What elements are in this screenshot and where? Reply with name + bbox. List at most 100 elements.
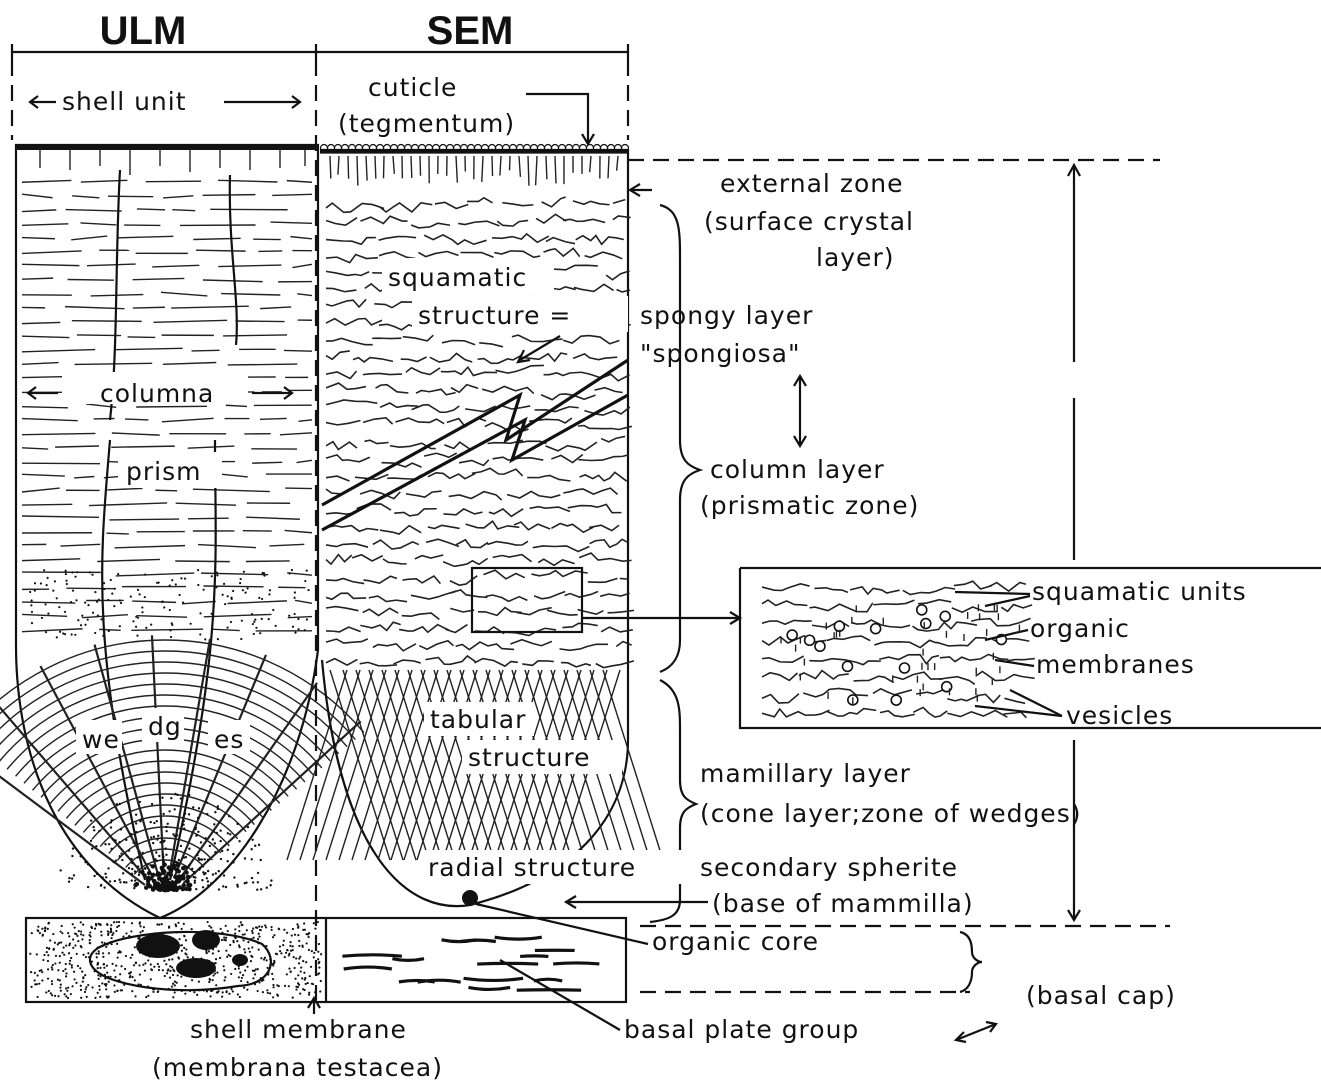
- squamatic-cell-edge: [563, 488, 617, 494]
- membrane-dot: [97, 967, 99, 969]
- membrane-dot: [65, 975, 67, 977]
- stipple-dot: [268, 618, 270, 620]
- membrane-dot: [51, 968, 53, 970]
- stipple-dot: [84, 861, 86, 863]
- membrane-dot: [65, 995, 67, 997]
- stipple-dot: [201, 865, 203, 867]
- striation-line: [22, 516, 99, 517]
- membrane-dot: [47, 968, 49, 970]
- membrane-dot: [64, 993, 66, 995]
- striation-line: [193, 238, 240, 239]
- membrane-dot: [110, 924, 112, 926]
- membrane-dot: [67, 932, 69, 934]
- stipple-dot: [96, 873, 98, 875]
- membrane-dot: [125, 932, 127, 934]
- stipple-dot: [216, 572, 218, 574]
- membrane-dot: [271, 929, 273, 931]
- shell-unit-label: shell unit: [62, 87, 187, 116]
- squamatic-cell-edge: [606, 271, 629, 280]
- membrane-dot: [111, 963, 113, 965]
- membrane-dot: [86, 996, 88, 998]
- stipple-dot: [71, 877, 73, 879]
- membrane-dot: [65, 944, 67, 946]
- membrane-dot: [223, 979, 225, 981]
- stipple-dot: [138, 850, 140, 852]
- stipple-dot: [178, 594, 180, 596]
- stipple-dot: [156, 820, 158, 822]
- stipple-dot: [197, 569, 199, 571]
- stipple-dot: [185, 879, 189, 883]
- membrane-dot: [114, 976, 116, 978]
- stipple-dot: [104, 843, 106, 845]
- stipple-dot: [190, 623, 192, 625]
- inset-cell-edge: [809, 603, 872, 612]
- stipple-dot: [258, 597, 260, 599]
- striation-line: [87, 264, 136, 266]
- membrane-dot: [134, 946, 136, 948]
- membrane-dot: [174, 991, 176, 993]
- striation-line: [22, 210, 56, 212]
- surface-tick: [536, 156, 537, 185]
- membrane-dot: [173, 970, 175, 972]
- striation-line: [218, 180, 277, 182]
- cuticle-pointer: [526, 94, 588, 142]
- stipple-dot: [47, 612, 49, 614]
- membrane-dot: [36, 996, 38, 998]
- tabular-hatch: [369, 670, 429, 860]
- inset-cell-edge: [990, 583, 1026, 592]
- stipple-dot: [71, 571, 73, 573]
- striation-line: [203, 586, 263, 587]
- stipple-dot: [225, 886, 227, 888]
- membrane-fibre: [392, 959, 424, 961]
- membrane-dot: [216, 971, 218, 973]
- striation-line: [22, 363, 59, 365]
- squamatic-cell-edge: [326, 544, 368, 547]
- striation-line: [162, 418, 214, 421]
- inset-cell-edge: [828, 709, 877, 717]
- surface-tick: [366, 156, 367, 181]
- stipple-dot: [75, 599, 77, 601]
- squamatic-cell-edge: [479, 343, 503, 347]
- squamatic-cell-edge: [482, 386, 534, 393]
- membrane-dot: [60, 930, 62, 932]
- stipple-dot: [103, 582, 105, 584]
- stipple-dot: [161, 797, 163, 799]
- stipple-dot: [198, 859, 200, 861]
- squamatic-cell-edge: [326, 400, 377, 405]
- squamatic-cell-edge: [364, 440, 388, 443]
- striation-line: [287, 573, 312, 575]
- membrane-dot: [246, 981, 248, 983]
- striation-line: [203, 280, 263, 282]
- stipple-dot: [188, 864, 190, 866]
- stipple-dot: [54, 580, 56, 582]
- membrane-dot: [139, 973, 141, 975]
- stipple-dot: [242, 589, 244, 591]
- stipple-dot: [59, 631, 61, 633]
- membrane-dot: [198, 980, 200, 982]
- stipple-dot: [107, 599, 109, 601]
- tabular-hatch: [352, 670, 412, 860]
- membrane-dot: [247, 941, 249, 943]
- membrane-dot: [100, 934, 102, 936]
- stipple-dot: [266, 887, 268, 889]
- striation-line: [284, 350, 312, 351]
- membrane-dot: [164, 975, 166, 977]
- stipple-dot: [80, 624, 82, 626]
- squamatic-cell-edge: [495, 365, 543, 373]
- membrane-dot: [169, 976, 171, 978]
- striation-line: [109, 519, 179, 520]
- squamatic-cell-edge: [428, 473, 475, 479]
- striation-line: [188, 518, 229, 519]
- tabular-hatch: [391, 670, 451, 860]
- stipple-dot: [218, 870, 220, 872]
- membrane-dot: [116, 990, 118, 992]
- stipple-dot: [43, 569, 45, 571]
- striation-line: [89, 503, 167, 506]
- membrane-dot: [257, 990, 259, 992]
- stipple-dot: [31, 611, 33, 613]
- inset-cell-edge: [854, 676, 894, 682]
- stipple-dot: [144, 573, 146, 575]
- striation-line: [193, 489, 270, 491]
- stipple-dot: [294, 631, 296, 633]
- tabular-hatch: [378, 670, 438, 860]
